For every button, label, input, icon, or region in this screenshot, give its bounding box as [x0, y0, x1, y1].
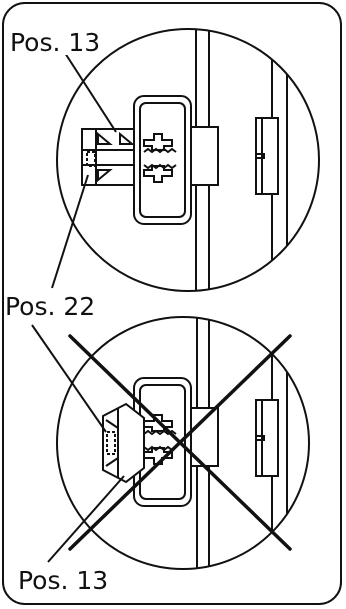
leader-line-bottom [47, 475, 125, 563]
position-label-bottom: Pos. 13 [17, 566, 110, 595]
leader-line-mid-down [31, 324, 107, 433]
detail-correct [56, 28, 320, 292]
outer-frame [2, 2, 342, 605]
cross-out-icon [68, 334, 292, 551]
position-label-top: Pos. 13 [9, 28, 102, 57]
leader-line-mid-up [51, 174, 89, 289]
leader-line-top [64, 52, 117, 133]
position-label-middle: Pos. 22 [4, 292, 97, 321]
